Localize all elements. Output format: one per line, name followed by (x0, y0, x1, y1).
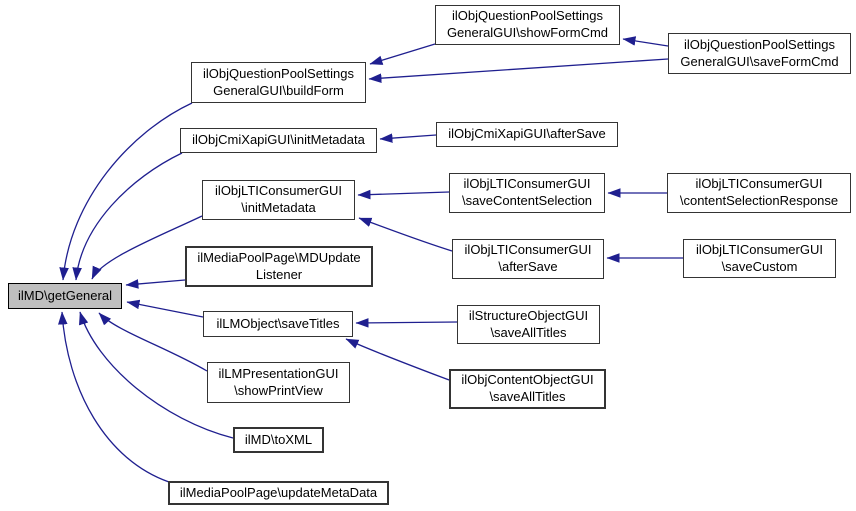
node-saveContentSelection[interactable]: ilObjLTIConsumerGUI \saveContentSelectio… (449, 173, 605, 213)
edge-cmiAfterSave-to-cmiInitMetadata (379, 133, 437, 143)
node-saveCustom[interactable]: ilObjLTIConsumerGUI \saveCustom (683, 239, 836, 278)
edge-buildForm-to-getGeneral (59, 102, 193, 281)
node-cmiInitMetadata[interactable]: ilObjCmiXapiGUI\initMetadata (180, 128, 377, 153)
node-showFormCmd[interactable]: ilObjQuestionPoolSettings GeneralGUI\sho… (435, 5, 620, 45)
edge-cmiInitMetadata-to-getGeneral (72, 152, 183, 281)
node-contentSaveAllTitles[interactable]: ilObjContentObjectGUI \saveAllTitles (449, 369, 606, 409)
node-saveTitles[interactable]: ilLMObject\saveTitles (203, 311, 353, 337)
node-getGeneral: ilMD\getGeneral (8, 283, 122, 309)
edge-saveFormCmd-to-buildForm (368, 58, 669, 83)
edge-showFormCmd-to-buildForm (369, 43, 436, 65)
edge-saveFormCmd-to-showFormCmd (622, 36, 669, 47)
node-toXML[interactable]: ilMD\toXML (233, 427, 324, 453)
edge-mdUpdateListener-to-getGeneral (125, 279, 186, 289)
node-buildForm[interactable]: ilObjQuestionPoolSettings GeneralGUI\bui… (191, 62, 366, 103)
node-cmiAfterSave[interactable]: ilObjCmiXapiGUI\afterSave (436, 122, 618, 147)
edge-showPrintView-to-getGeneral (98, 312, 208, 372)
edge-ltiInitMetadata-to-getGeneral (91, 215, 203, 280)
node-updateMetaData[interactable]: ilMediaPoolPage\updateMetaData (168, 481, 389, 505)
node-saveFormCmd[interactable]: ilObjQuestionPoolSettings GeneralGUI\sav… (668, 33, 851, 74)
edge-saveContentSelection-to-ltiInitMetadata (357, 189, 450, 200)
node-showPrintView[interactable]: ilLMPresentationGUI \showPrintView (207, 362, 350, 403)
edge-contentSaveAllTitles-to-saveTitles (345, 338, 450, 381)
edge-updateMetaData-to-getGeneral (58, 311, 170, 483)
edge-toXML-to-getGeneral (79, 311, 234, 439)
node-mdUpdateListener[interactable]: ilMediaPoolPage\MDUpdate Listener (185, 246, 373, 287)
node-ltiInitMetadata[interactable]: ilObjLTIConsumerGUI \initMetadata (202, 180, 355, 220)
edge-saveTitles-to-getGeneral (126, 299, 204, 318)
node-ltiAfterSave[interactable]: ilObjLTIConsumerGUI \afterSave (452, 239, 604, 279)
node-contentSelectionResponse[interactable]: ilObjLTIConsumerGUI \contentSelectionRes… (667, 173, 851, 213)
edge-structSaveAllTitles-to-saveTitles (355, 318, 458, 328)
node-structSaveAllTitles[interactable]: ilStructureObjectGUI \saveAllTitles (457, 305, 600, 344)
edge-ltiAfterSave-to-ltiInitMetadata (358, 217, 453, 252)
